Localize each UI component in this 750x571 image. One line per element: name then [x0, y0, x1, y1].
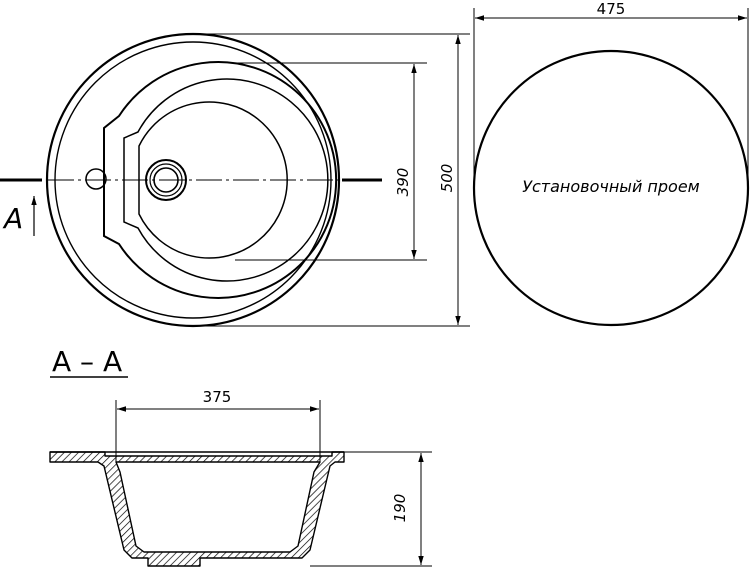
- dim-390-label: 390: [394, 168, 412, 197]
- section-mark: A: [2, 202, 23, 235]
- dim-475-label: 475: [597, 0, 626, 18]
- bowl-outline: [103, 61, 338, 299]
- dim-375-label: 375: [203, 388, 232, 406]
- dim-375-lines: [115, 400, 321, 462]
- section-wall: [49, 451, 345, 567]
- section-title: A – A: [52, 345, 122, 378]
- dim-190-lines: [310, 451, 432, 567]
- dim-190-label: 190: [391, 494, 409, 523]
- bowl-inner-outline: [123, 78, 329, 282]
- dim-475-lines: [473, 8, 749, 188]
- dim-390-lines: [235, 62, 427, 261]
- cutout-label: Установочный проем: [522, 177, 700, 196]
- bowl-bottom: [138, 101, 288, 259]
- section-view: [49, 451, 345, 567]
- section-cut-line: [0, 178, 382, 236]
- dim-500-label: 500: [438, 164, 456, 193]
- overflow-hole: [85, 168, 107, 190]
- top-view: [45, 32, 341, 328]
- dim-500-lines: [193, 33, 470, 327]
